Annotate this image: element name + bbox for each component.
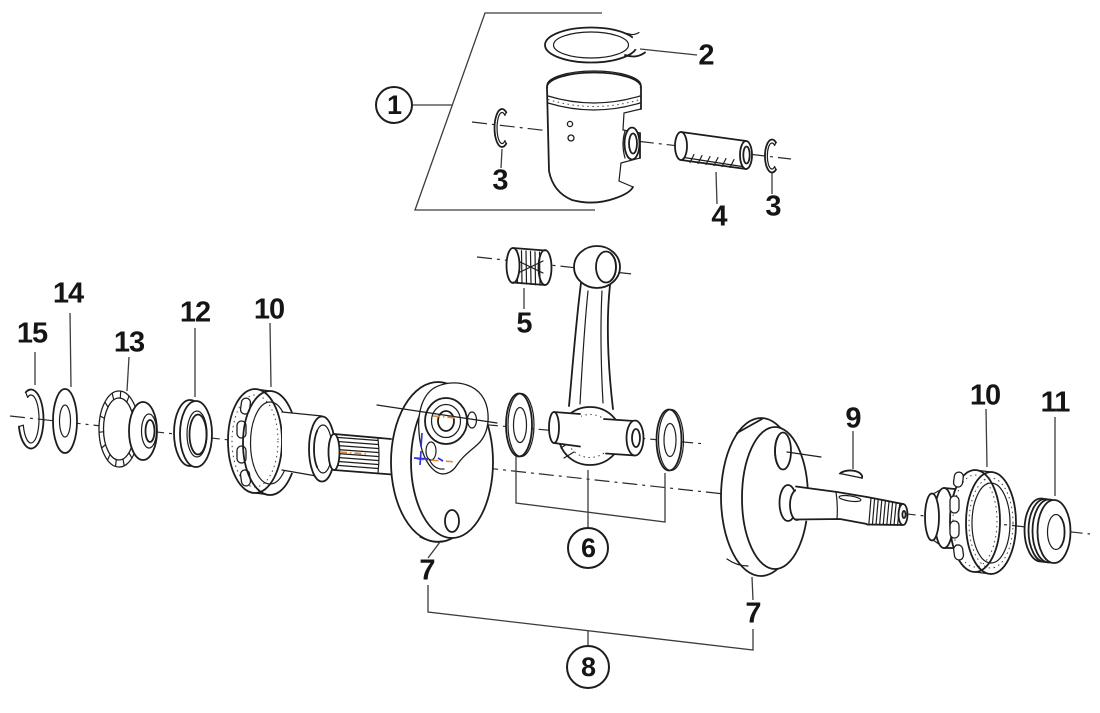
callout-10-bearing-left: 10 <box>253 293 285 326</box>
bracket-group-6 <box>515 456 666 523</box>
bearing-rollers <box>949 471 965 561</box>
callout-8-crank-assembly: 8 <box>566 645 610 689</box>
leader-10b <box>985 408 988 468</box>
callout-10-bearing-right: 10 <box>969 379 1001 412</box>
callout-1-piston-assembly: 1 <box>375 86 413 124</box>
bracket-group-8 <box>427 585 754 651</box>
callout-5-needle-bearing: 5 <box>516 307 532 340</box>
piston-ring <box>544 26 649 64</box>
crank-web-left <box>339 381 498 543</box>
annotation-artifacts <box>339 415 458 466</box>
snap-ring <box>18 388 45 450</box>
balance-hole <box>444 509 460 533</box>
circlip-right <box>764 138 777 174</box>
callout-13-gear: 13 <box>113 326 145 359</box>
leader-7b <box>751 576 754 601</box>
circlip-left <box>493 108 508 148</box>
leader-4 <box>715 171 718 205</box>
crankpin-left-end <box>548 411 560 444</box>
callout-7-crank-web-right: 7 <box>745 597 761 630</box>
oil-seal-left <box>173 399 213 468</box>
callout-9-woodruff-key: 9 <box>845 402 861 435</box>
thrust-washer-left <box>505 392 535 458</box>
callout-7-crank-web-left: 7 <box>419 554 435 587</box>
callout-3-circlip-left: 3 <box>492 164 508 197</box>
thrust-washer-right <box>655 408 685 472</box>
woodruff-key <box>838 469 864 479</box>
flat-washer <box>52 388 78 454</box>
needle-bearing <box>505 247 553 286</box>
piston <box>546 70 642 204</box>
callout-14-washer: 14 <box>52 277 84 310</box>
primary-gear <box>98 390 158 468</box>
main-bearing-left <box>227 388 336 496</box>
leader-10a <box>269 322 272 388</box>
connecting-rod <box>548 245 645 466</box>
callout-6-thrust-washers: 6 <box>567 527 609 569</box>
keyway-slot <box>838 494 862 503</box>
callout-4-wrist-pin: 4 <box>711 200 727 233</box>
callout-2-piston-ring: 2 <box>698 39 714 72</box>
spline-shaft <box>327 433 393 476</box>
leader-7a <box>427 541 441 559</box>
leader-3a <box>500 148 503 169</box>
wrist-pin <box>674 131 753 170</box>
callout-15-snap-ring: 15 <box>16 317 48 350</box>
pin-hatching <box>689 153 735 169</box>
callout-11-seal-right: 11 <box>1040 386 1071 419</box>
main-bearing-right <box>924 469 1017 575</box>
callout-3-circlip-right: 3 <box>765 190 781 223</box>
bracket-group-1 <box>413 12 602 211</box>
centerlines <box>9 121 1091 535</box>
crankshaft-output-shaft <box>795 485 909 526</box>
centerline-small-end-axis <box>476 256 633 275</box>
oil-seal-right <box>1023 497 1072 564</box>
leader-14 <box>69 312 72 388</box>
callout-12-seal-left: 12 <box>179 296 211 329</box>
leader-13 <box>126 356 130 392</box>
crankpin-right-end <box>625 419 645 457</box>
thread-hatching <box>868 497 901 526</box>
callout-leaders <box>34 48 1056 651</box>
rod-small-end <box>573 245 621 289</box>
leader-2 <box>639 48 698 56</box>
